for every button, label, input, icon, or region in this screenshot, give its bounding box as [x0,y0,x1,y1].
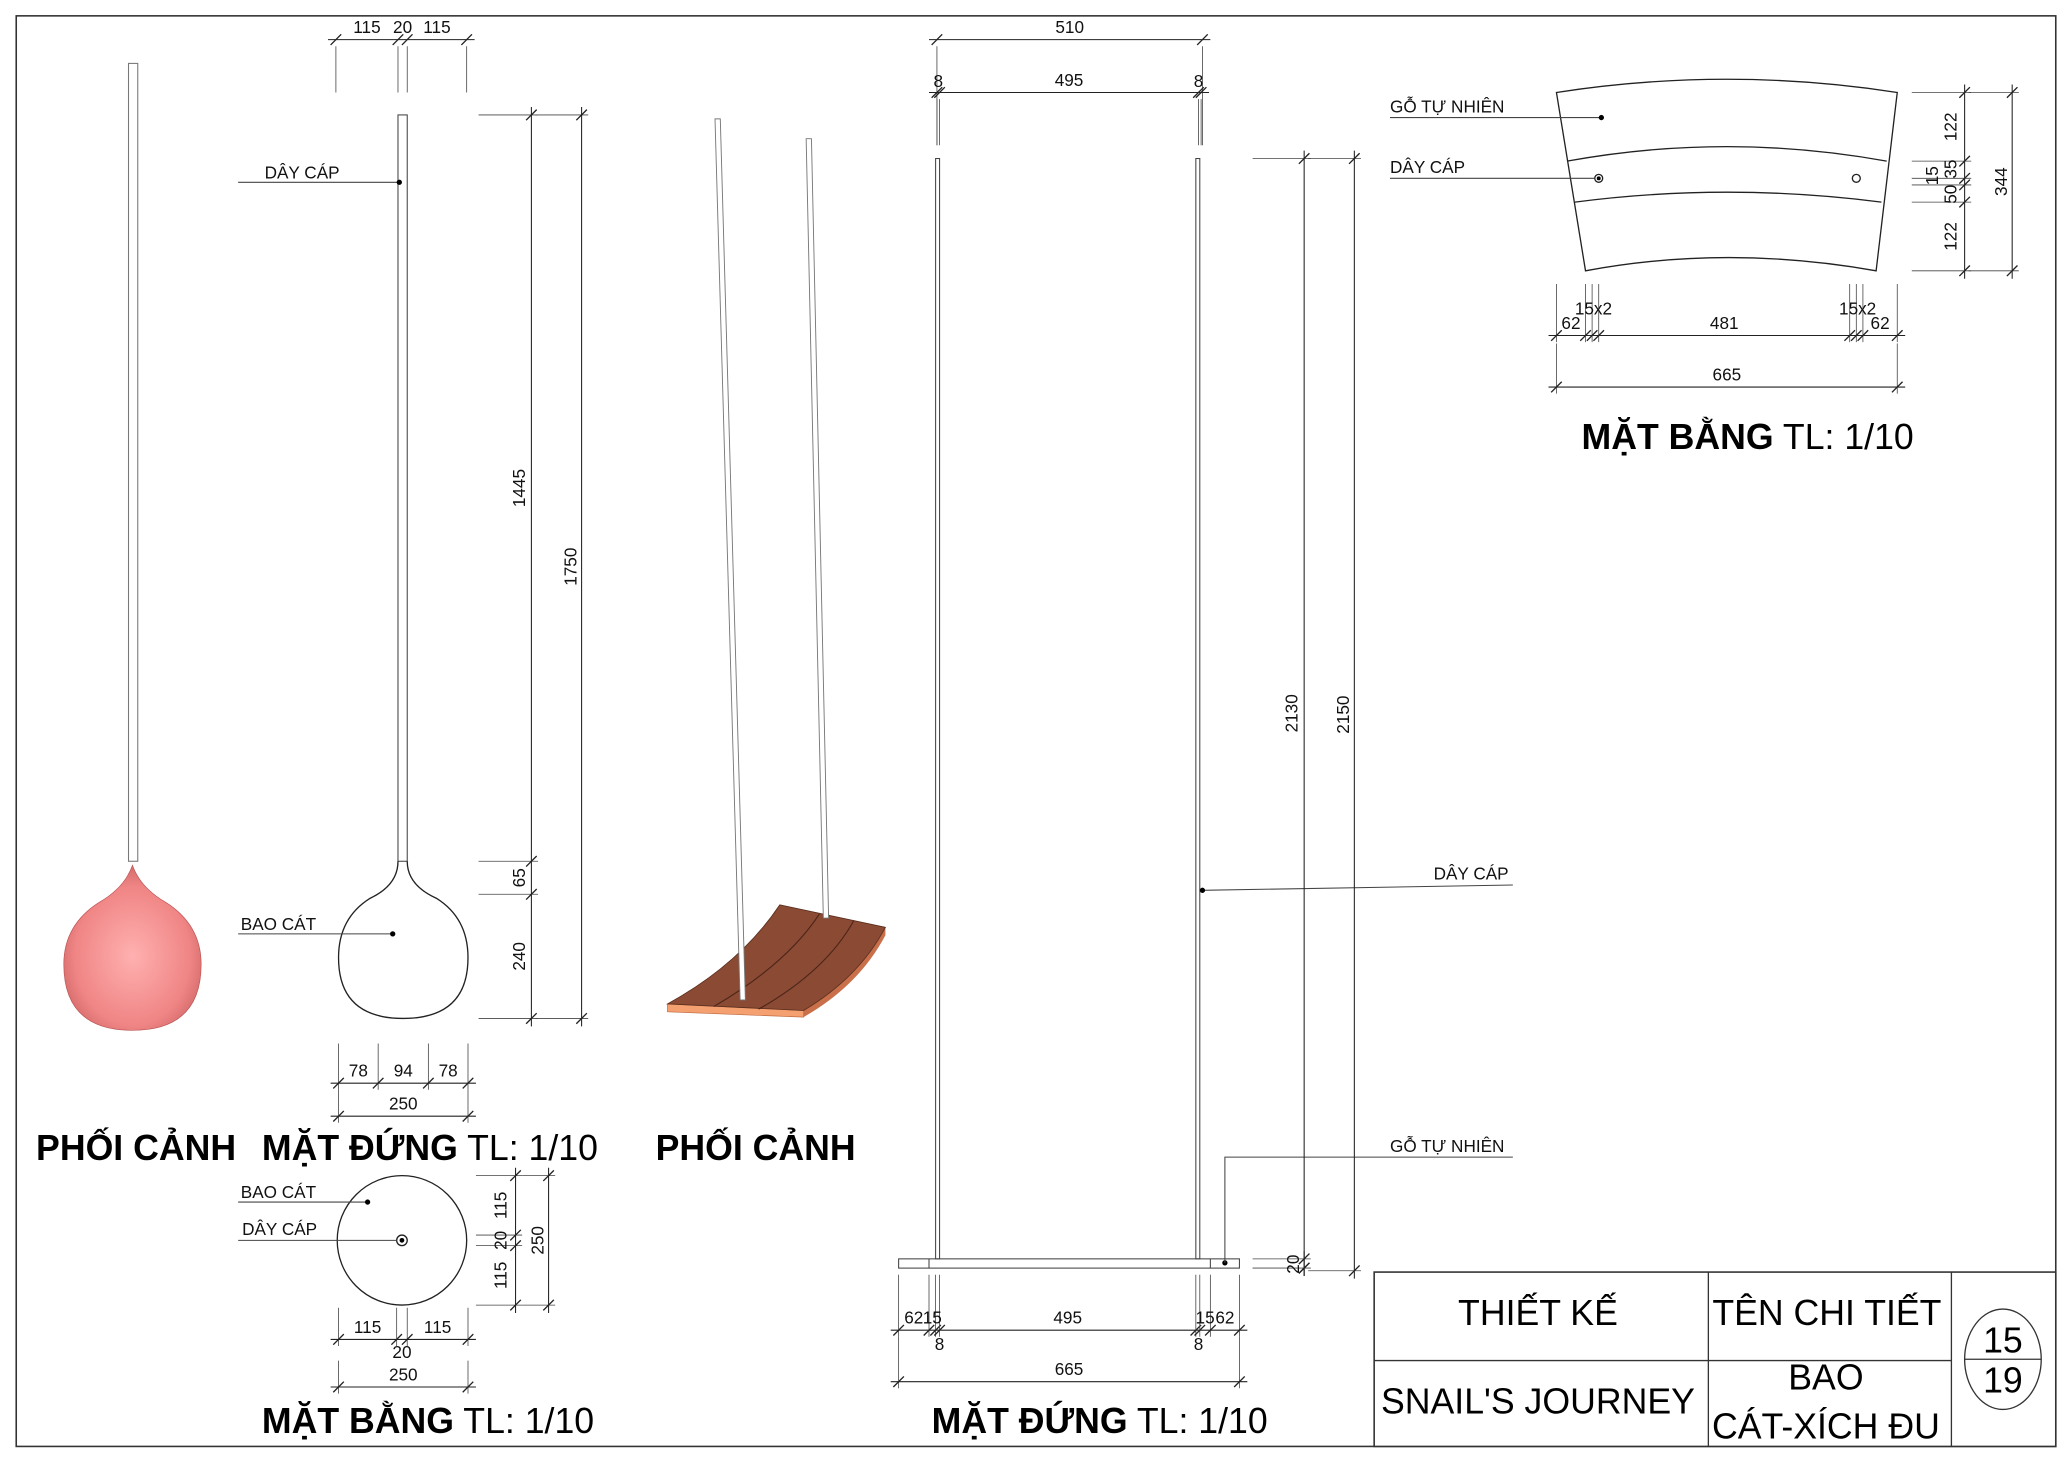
dimension-label: 15x2 [1839,298,1876,318]
dimension-label: 115 [490,1262,510,1289]
dimension-label: 8 [1194,71,1204,91]
sheet-border [15,15,2057,1448]
dimension-label: 344 [1991,167,2011,196]
dimension-label: 495 [1055,70,1084,90]
dimension-label: 510 [1055,17,1084,37]
seat-edge-side [803,927,886,1018]
project-name: SNAIL'S JOURNEY [1381,1381,1695,1421]
dimension-label: 35 [1941,160,1961,179]
cable [397,114,408,862]
dimension-label: 665 [1713,364,1742,384]
dimension-label: 2150 [1333,696,1353,734]
dimension-label: 62 [904,1308,923,1328]
swing-perspective-title: PHỐI CẢNH [656,1128,856,1168]
label-cable: DÂY CÁP [1434,864,1509,884]
swing-elevation-title: MẶT ĐỨNG TL: 1/10 [932,1401,1268,1441]
detail-name-line1: BAO [1788,1358,1863,1398]
sandbag-perspective [63,62,202,1031]
dimension-label: 65 [509,868,529,887]
sandbag-perspective-title: PHỐI CẢNH [36,1128,236,1168]
label-cable: DÂY CÁP [1390,157,1465,177]
dimension-label: 1445 [509,469,529,507]
dimension-label: 122 [1941,112,1961,141]
label-wood: GỖ TỰ NHIÊN [1390,1136,1504,1156]
dimension-label: 115 [354,1317,381,1337]
sandbag-plan [238,1174,468,1306]
dimension-label: 50 [1941,185,1961,204]
dimension-label: 250 [389,1364,418,1384]
sheet-number: 15 [1983,1321,2023,1361]
design-label: THIẾT KẾ [1458,1293,1618,1333]
label-wood: GỖ TỰ NHIÊN [1390,96,1504,116]
seat-outline [1555,78,1898,272]
dimension-label: 8 [1194,1334,1204,1354]
dimension-label: 15x2 [1575,298,1612,318]
cable-right [805,138,830,919]
title-block [1373,1271,2057,1448]
sandbag-outline [337,861,469,1020]
dimension-label: 115 [353,17,380,37]
dimension-label: 495 [1053,1308,1082,1328]
sandbag-elevation-title: MẶT ĐỨNG TL: 1/10 [262,1128,598,1168]
swing-elevation [898,157,1513,1269]
dimension-label: 115 [423,17,450,37]
dimension-label: 665 [1055,1359,1084,1379]
dimension-label: 20 [490,1231,510,1250]
dimension-label: 2130 [1282,694,1302,732]
dimension-label: 8 [935,1334,945,1354]
dimension-lines: 115 20 115 1445 65 240 1750 78 94 78 250 115 20 115 25… [327,17,2019,1394]
dimension-label: 15 [923,1308,942,1328]
label-cable: DÂY CÁP [242,1219,317,1239]
sandbag-plan-title: MẶT BẰNG TL: 1/10 [262,1401,594,1441]
sandbag-elevation [238,114,469,1020]
seat-top [666,904,887,1011]
dimension-label: 20 [1283,1255,1303,1274]
dimension-label: 8 [933,71,943,91]
dimension-label: 250 [389,1094,418,1114]
dimension-label: 122 [1941,222,1961,251]
swing-plan-title: MẶT BẰNG TL: 1/10 [1582,417,1914,457]
dimension-label: 62 [1215,1308,1234,1328]
dimension-label: 78 [349,1061,368,1081]
dimension-label: 115 [424,1317,451,1337]
dimension-label: 481 [1710,313,1739,333]
detail-name-line2: CÁT-XÍCH ĐU [1712,1407,1940,1447]
dimension-label: 15 [1196,1308,1215,1328]
label-cable: DÂY CÁP [265,162,340,182]
sandbag-3d [63,864,202,1031]
sheet-total: 19 [1983,1360,2023,1400]
dimension-label: 78 [439,1061,458,1081]
dimension-label: 62 [1871,313,1890,333]
cable-left [714,118,746,1001]
dimension-label: 62 [1561,313,1580,333]
dimension-label: 15 [1922,166,1942,185]
label-sandbag: BAO CÁT [241,914,317,934]
dimension-label: 20 [392,1342,411,1362]
dimension-label: 20 [393,17,412,37]
swing-perspective [666,118,887,1018]
dimension-label: 94 [394,1061,414,1081]
dimension-label: 250 [527,1226,547,1255]
swing-plan [1390,78,1898,272]
detail-label: TÊN CHI TIẾT [1712,1293,1941,1333]
cable [127,62,139,862]
label-sandbag: BAO CÁT [241,1182,317,1202]
dimension-label: 115 [490,1192,510,1219]
dimension-label: 1750 [560,548,580,586]
dimension-label: 240 [509,942,529,971]
